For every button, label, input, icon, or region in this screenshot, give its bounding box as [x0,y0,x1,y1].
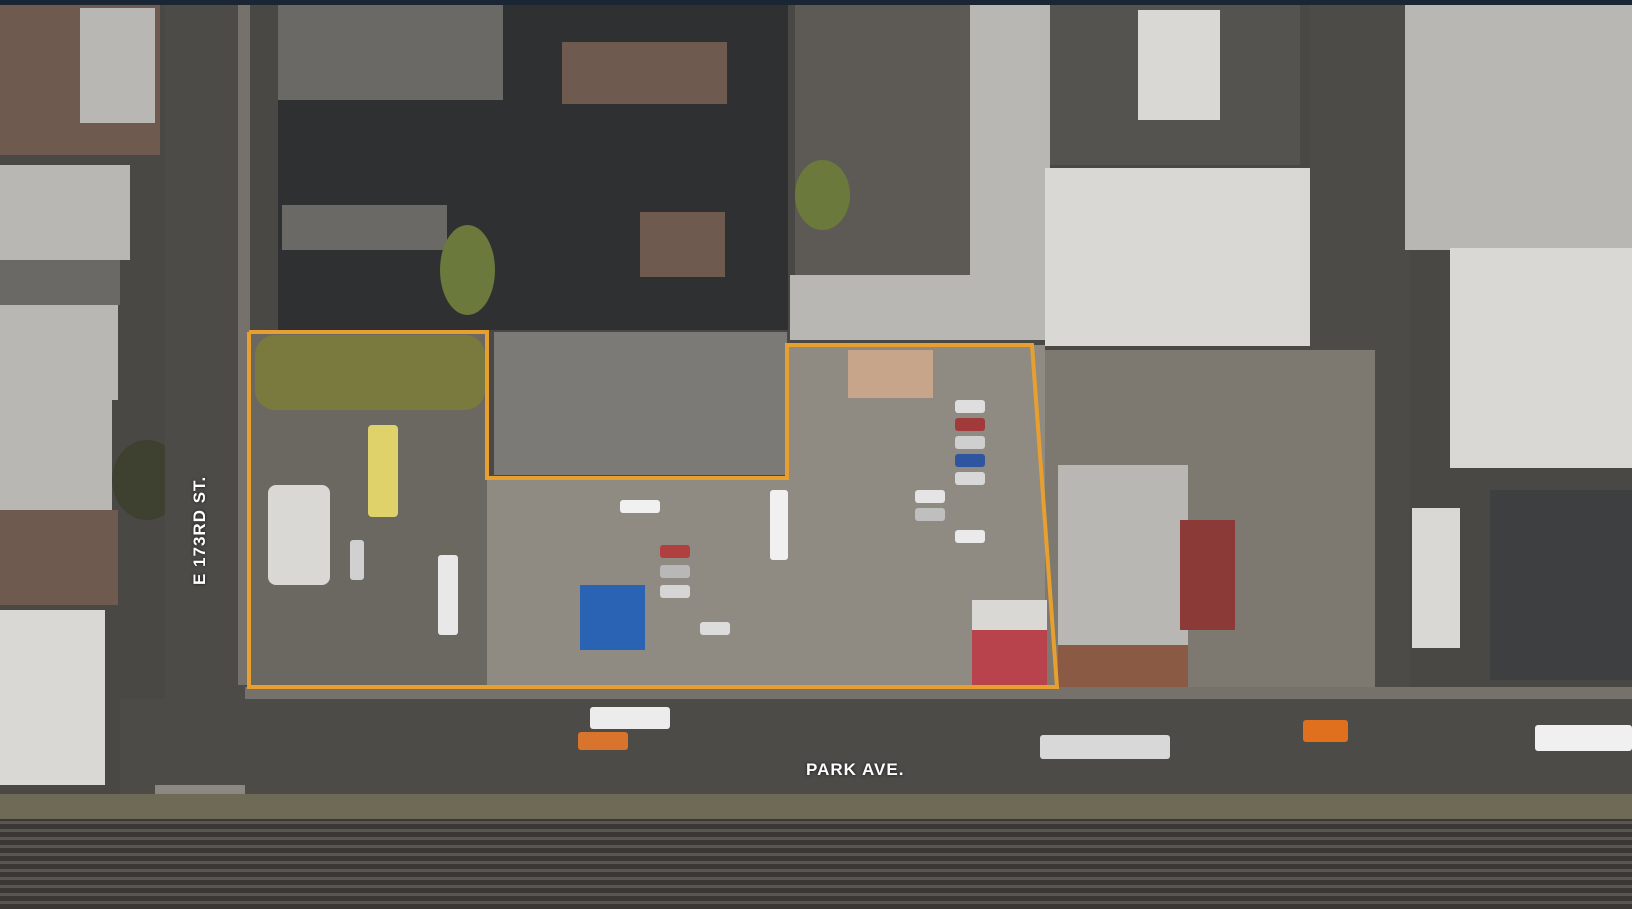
sidewalk [245,687,1632,699]
truck [438,555,458,635]
rooftop-equipment [562,42,727,104]
car [660,585,690,598]
building-roof [0,260,120,305]
car [915,508,945,521]
car [700,622,730,635]
storage-container [848,350,933,398]
park-ave-label: PARK AVE. [806,760,905,779]
railroad-tracks [0,819,1632,909]
building-roof [1450,248,1632,468]
building-roof [1058,465,1188,650]
car [955,530,985,543]
rv [590,707,670,729]
building-roof [1405,5,1632,250]
truck [1535,725,1632,751]
building-roof [278,5,503,100]
car [660,565,690,578]
car [578,732,628,750]
car [350,540,364,580]
building-roof [1412,508,1460,648]
truck [1180,520,1235,630]
warehouse-roof [494,332,787,475]
blue-tarp [580,585,645,650]
building-roof [282,282,442,327]
building-roof [970,5,1050,275]
building-roof [0,400,112,510]
car [660,545,690,558]
park-avenue [120,699,1632,794]
site-boundary-line [247,330,1060,689]
tree [795,160,850,230]
rail-embankment [0,794,1632,819]
storage-tent [268,485,330,585]
building [0,510,118,605]
building-roof [282,205,447,250]
e-173rd-st-label: E 173RD ST. [190,475,209,585]
car [955,454,985,467]
building-roof [1490,490,1632,680]
shed-roof [972,600,1047,630]
tree-canopy [255,335,485,410]
truck [1303,720,1348,742]
truck [1040,735,1170,759]
car [955,418,985,431]
car [955,436,985,449]
parking-lot [795,5,970,275]
truck [770,490,788,560]
building-roof [0,305,118,400]
building-roof [0,610,105,785]
tree [440,225,495,315]
building-roof [1138,10,1220,120]
truck [620,500,660,513]
building-roof [1045,168,1335,346]
top-bar [0,0,1632,5]
school-bus [368,425,398,517]
e-173rd-street [165,5,245,785]
car [955,472,985,485]
car [915,490,945,503]
building-facade [1058,645,1188,690]
building-roof [0,165,130,260]
car [955,400,985,413]
building-roof [790,275,1050,340]
rooftop-equipment [640,212,725,277]
building-roof [80,8,155,123]
